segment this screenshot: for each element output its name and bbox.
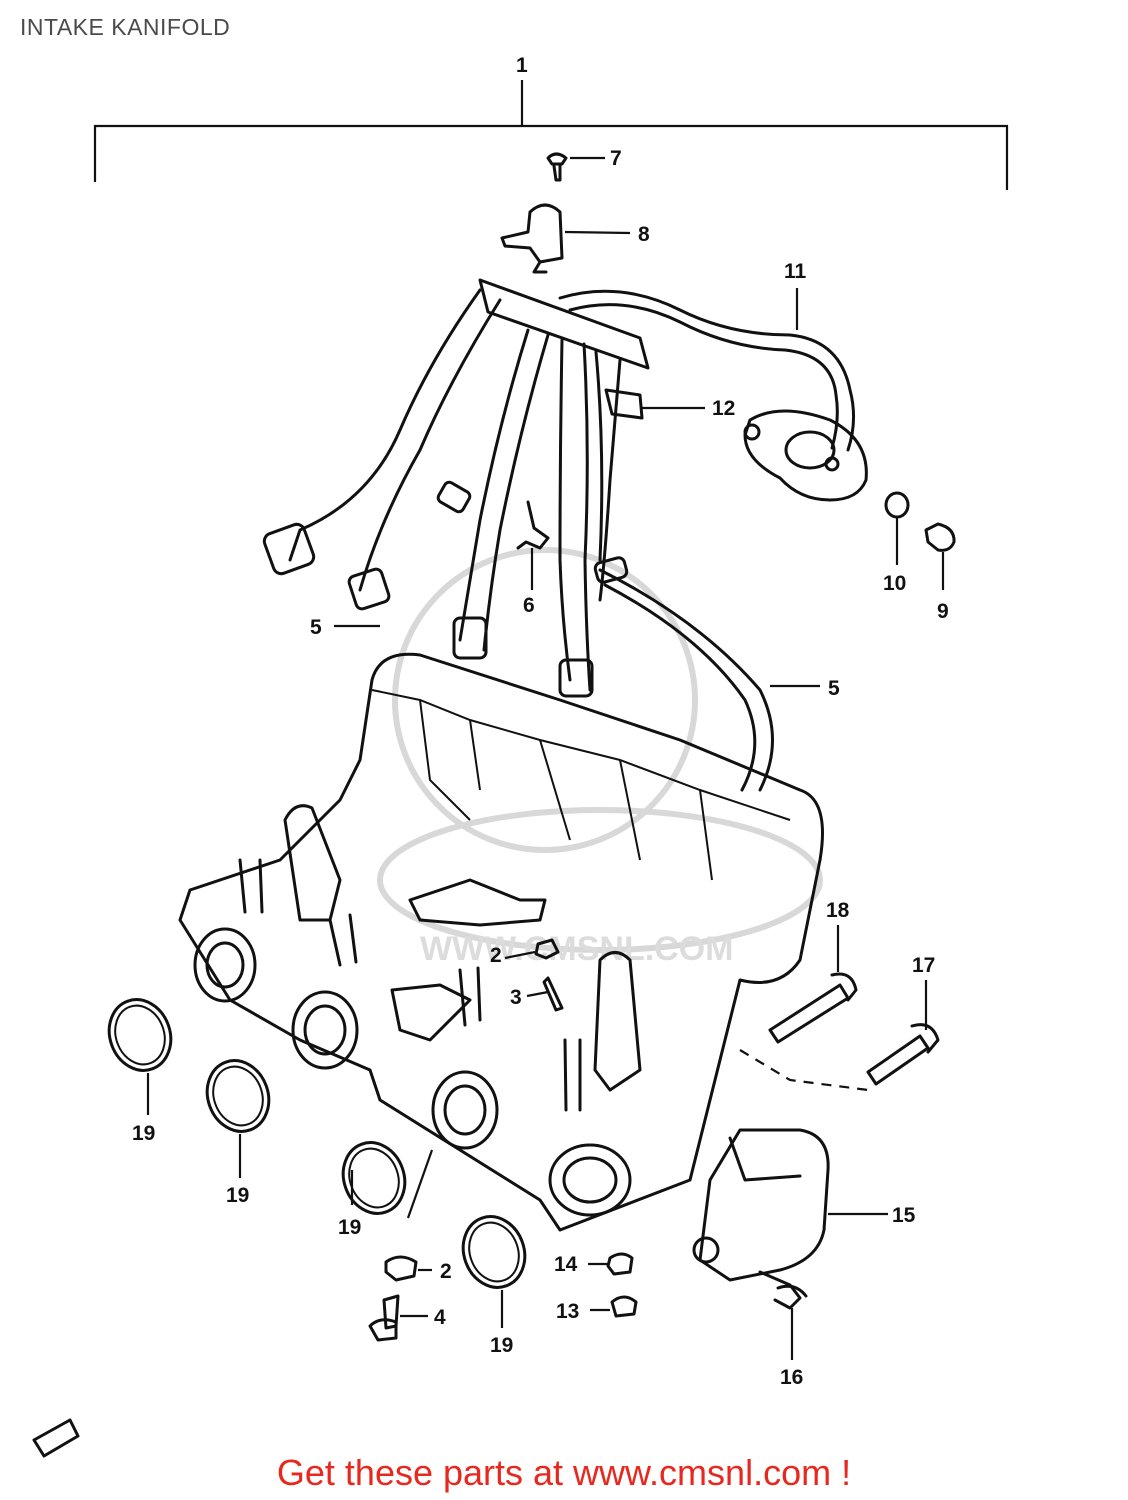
callout-14: 14 [554, 1253, 578, 1276]
callout-19-d: 19 [490, 1334, 513, 1357]
callout-3: 3 [510, 986, 522, 1009]
callout-2-lower: 2 [440, 1260, 452, 1283]
callout-11: 11 [784, 260, 807, 283]
front-arrow-icon [32, 1418, 80, 1458]
callout-13: 13 [556, 1300, 579, 1323]
o-ring-19d [461, 1215, 527, 1289]
callout-2-upper: 2 [490, 944, 502, 967]
callout-5-left: 5 [310, 616, 322, 639]
leader-lines [146, 156, 945, 1360]
page-title: INTAKE KANIFOLD [20, 14, 231, 40]
callout-10: 10 [883, 572, 906, 595]
hose-11 [558, 289, 855, 452]
nut-2-upper [534, 938, 560, 960]
callout-15: 15 [892, 1204, 916, 1227]
watermark: WWW.CMSNL.COM [377, 547, 823, 968]
clamp-8 [500, 203, 564, 274]
callout-1: 1 [516, 54, 528, 77]
assembly-bracket [93, 80, 1009, 190]
tee-6 [516, 500, 550, 550]
callout-19-a: 19 [132, 1122, 155, 1145]
callout-7: 7 [610, 147, 622, 170]
nut-14 [606, 1252, 634, 1276]
callout-16: 16 [780, 1366, 803, 1389]
screw-7 [546, 152, 568, 182]
bolt-16 [758, 1270, 808, 1310]
o-ring-19a [107, 998, 173, 1072]
callout-5-right: 5 [828, 677, 840, 700]
bolt-17 [739, 1023, 940, 1092]
o-ring-19c [341, 1141, 407, 1215]
callout-labels: 1 7 8 11 12 10 9 6 5 5 18 17 2 3 19 19 1… [132, 54, 949, 1389]
hose-5-right [593, 556, 774, 792]
watermark-text: WWW.CMSNL.COM [420, 930, 734, 968]
washer-10 [884, 491, 910, 519]
callout-19-c: 19 [338, 1216, 361, 1239]
screw-3 [542, 976, 564, 1012]
watermark-band [377, 807, 823, 953]
screw-13 [610, 1295, 638, 1318]
footer-link[interactable]: Get these parts at www.cmsnl.com ! [276, 1452, 852, 1493]
callout-17: 17 [912, 954, 935, 977]
callout-9: 9 [937, 600, 949, 623]
callout-18: 18 [826, 899, 850, 922]
screw-4 [368, 1294, 400, 1342]
callout-6: 6 [523, 594, 535, 617]
valve-body [743, 409, 868, 502]
bracket-12 [604, 388, 705, 420]
nut-2-lower [384, 1255, 418, 1282]
intake-manifold [178, 652, 824, 1232]
screw-9 [924, 522, 956, 552]
cover-15 [692, 1128, 830, 1282]
bolt-18 [768, 972, 858, 1044]
watermark-ring [392, 547, 698, 853]
o-ring-19b [205, 1059, 271, 1133]
callout-19-b: 19 [226, 1184, 249, 1207]
callout-4: 4 [434, 1306, 446, 1329]
callout-12: 12 [712, 397, 735, 420]
callout-8: 8 [638, 223, 650, 246]
